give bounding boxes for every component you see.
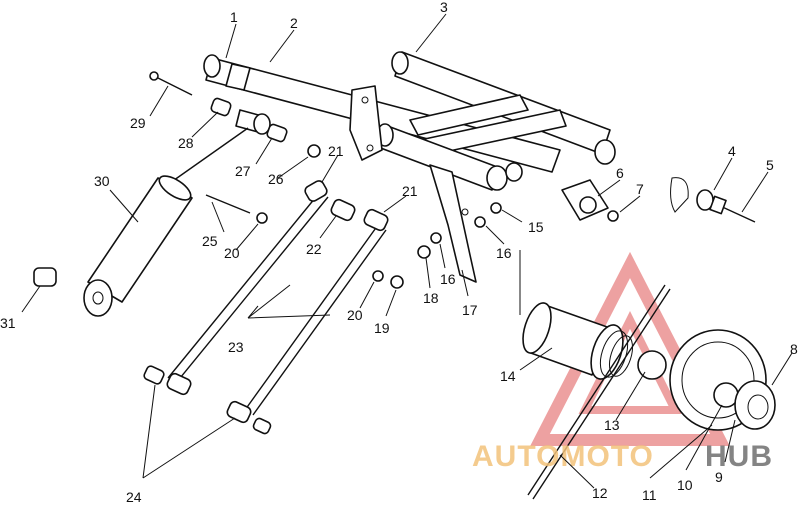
callout-23: 23 bbox=[228, 339, 244, 355]
shock-absorber bbox=[33, 127, 249, 317]
tube-3-bushing bbox=[594, 139, 616, 165]
front-tube-bushing bbox=[486, 165, 508, 191]
leader-lines bbox=[21, 13, 793, 489]
washer-16-right bbox=[474, 216, 486, 228]
callout-27: 27 bbox=[235, 163, 251, 179]
clip-4 bbox=[670, 177, 689, 213]
bushing-24-d bbox=[252, 417, 272, 435]
tube-1-sleeve bbox=[225, 63, 251, 91]
callout-24: 24 bbox=[126, 489, 142, 505]
washer-7 bbox=[607, 210, 619, 222]
bolt-15 bbox=[490, 202, 502, 214]
shock-eye bbox=[83, 279, 113, 317]
callout-17: 17 bbox=[462, 302, 478, 318]
idler-assembly bbox=[519, 250, 776, 500]
washer-20-upper bbox=[256, 212, 268, 224]
callout-10: 10 bbox=[677, 477, 693, 493]
bushing-28 bbox=[210, 97, 232, 117]
mount-plate-17 bbox=[429, 164, 477, 283]
nut-6 bbox=[579, 196, 597, 214]
callout-28: 28 bbox=[178, 135, 194, 151]
callout-19: 19 bbox=[374, 320, 390, 336]
bushing-24-c bbox=[226, 400, 252, 424]
mount-plates bbox=[349, 85, 477, 283]
callout-13: 13 bbox=[604, 417, 620, 433]
bushing-27 bbox=[266, 123, 288, 143]
center-hardware bbox=[417, 202, 502, 259]
washer-13 bbox=[637, 350, 667, 380]
tube-3-end bbox=[391, 51, 409, 75]
watermark-part1: AUTOMOTO bbox=[472, 440, 654, 473]
callout-4: 4 bbox=[728, 143, 736, 159]
nut-19 bbox=[390, 275, 404, 289]
callout-3: 3 bbox=[440, 0, 448, 15]
callout-31: 31 bbox=[0, 315, 16, 331]
watermark-part2: HUB bbox=[705, 440, 773, 473]
link-arm-right bbox=[244, 224, 379, 411]
front-tube-washer bbox=[505, 162, 523, 182]
bushing-24-b bbox=[166, 372, 192, 396]
callout-1: 1 bbox=[230, 9, 238, 25]
bushing-22 bbox=[330, 198, 356, 222]
bushing-24-a bbox=[143, 365, 165, 385]
callout-25: 25 bbox=[202, 233, 218, 249]
nut-18 bbox=[417, 245, 431, 259]
bushing-21-right bbox=[363, 208, 389, 232]
callout-6: 6 bbox=[616, 165, 624, 181]
nut-26 bbox=[307, 144, 321, 158]
callout-14: 14 bbox=[500, 368, 516, 384]
callout-5: 5 bbox=[766, 157, 774, 173]
link-arm-left bbox=[167, 191, 321, 379]
cross-member-1 bbox=[409, 94, 529, 136]
callout-2: 2 bbox=[290, 15, 298, 31]
callout-21a: 21 bbox=[328, 143, 344, 159]
spring-14 bbox=[590, 324, 624, 380]
callout-22: 22 bbox=[306, 241, 322, 257]
washer-16-left bbox=[430, 232, 442, 244]
callout-18: 18 bbox=[423, 290, 439, 306]
callout-15: 15 bbox=[528, 219, 544, 235]
callout-26: 26 bbox=[268, 171, 284, 187]
link-arms bbox=[143, 180, 404, 435]
mount-plate-left bbox=[349, 85, 383, 161]
callout-20a: 20 bbox=[224, 245, 240, 261]
bushing-31 bbox=[33, 267, 57, 287]
callout-21b: 21 bbox=[402, 183, 418, 199]
callout-8: 8 bbox=[790, 341, 798, 357]
callout-7: 7 bbox=[636, 181, 644, 197]
right-hardware bbox=[561, 177, 756, 223]
washer-20-lower bbox=[372, 270, 384, 282]
callout-16b: 16 bbox=[440, 271, 456, 287]
bushing-21-left bbox=[304, 180, 328, 202]
cross-tubes bbox=[203, 51, 616, 191]
bolt-29 bbox=[151, 74, 193, 96]
axle-12 bbox=[527, 284, 666, 496]
callout-29: 29 bbox=[130, 115, 146, 131]
callout-30: 30 bbox=[94, 173, 110, 189]
callout-9: 9 bbox=[715, 469, 723, 485]
upper-hardware bbox=[149, 71, 321, 158]
bolt-25 bbox=[205, 194, 251, 214]
callout-20b: 20 bbox=[347, 307, 363, 323]
bearing-8 bbox=[734, 380, 776, 430]
callout-16a: 16 bbox=[496, 245, 512, 261]
callout-11: 11 bbox=[642, 487, 657, 503]
callout-12: 12 bbox=[592, 485, 608, 501]
watermark-text: AUTOMOTO HUB bbox=[472, 440, 773, 473]
tube-2-end bbox=[203, 54, 221, 78]
